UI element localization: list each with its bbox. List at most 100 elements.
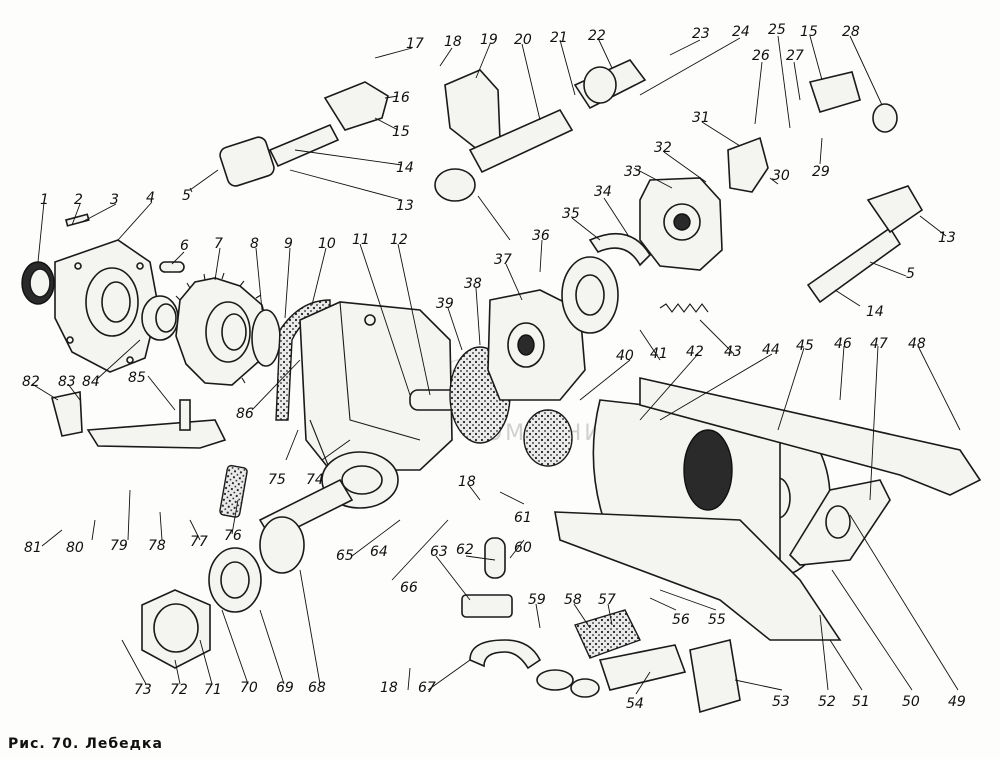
callout-29: 29 [812, 164, 830, 180]
part-7-gear [175, 272, 273, 386]
callout-4: 4 [146, 190, 155, 206]
part-14-cardan-shaft-top [219, 123, 340, 187]
part-82-bracket [51, 391, 83, 437]
callout-23: 23 [692, 26, 710, 42]
part-14-cardan-shaft-right [806, 185, 924, 304]
callout-39: 39 [436, 296, 454, 312]
part-50-bearing-support [788, 479, 891, 566]
callout-54: 54 [626, 696, 644, 712]
callout-50: 50 [902, 694, 920, 710]
callout-45: 45 [796, 338, 814, 354]
callout-labels: 1 2 3 4 5 6 7 8 9 10 11 12 13 14 15 16 1… [22, 22, 966, 712]
part-54-sleeve [598, 644, 687, 691]
part-8-sprocket-ring [251, 309, 281, 367]
callout-26: 26 [752, 48, 770, 64]
part-58-rope-socket [574, 609, 641, 659]
part-69-bearing [208, 547, 262, 613]
part-41-brake-drum [561, 256, 619, 334]
callout-16: 16 [392, 90, 410, 106]
part-40-coupling [523, 409, 573, 467]
callout-19: 19 [480, 32, 498, 48]
callout-83: 83 [58, 374, 76, 390]
callout-47: 47 [870, 336, 888, 352]
callout-56: 56 [672, 612, 690, 628]
callout-30: 30 [772, 168, 790, 184]
callout-15: 15 [392, 124, 410, 140]
callout-41: 41 [650, 346, 668, 362]
part-85-lever [86, 399, 227, 449]
callout-18-middle: 18 [458, 474, 476, 490]
callout-65: 65 [336, 548, 354, 564]
callout-52: 52 [818, 694, 836, 710]
leader-lines [31, 35, 961, 695]
callout-74: 74 [306, 472, 324, 488]
part-53-clamp [689, 639, 741, 714]
callout-13-right: 13 [938, 230, 956, 246]
callout-20: 20 [514, 32, 532, 48]
callout-68: 68 [308, 680, 326, 696]
callout-72: 72 [170, 682, 188, 698]
callout-66: 66 [400, 580, 418, 596]
callout-46: 46 [834, 336, 852, 352]
callout-37: 37 [494, 252, 512, 268]
part-84-bushing [141, 295, 179, 341]
callout-40: 40 [616, 348, 634, 364]
callout-78: 78 [148, 538, 166, 554]
callout-38: 38 [464, 276, 482, 292]
callout-51: 51 [852, 694, 870, 710]
callout-82: 82 [22, 374, 40, 390]
callout-2: 2 [74, 192, 83, 208]
callout-13: 13 [396, 198, 414, 214]
callout-60: 60 [514, 540, 532, 556]
callout-7: 7 [214, 236, 223, 252]
callout-70: 70 [240, 680, 258, 696]
part-68-drive-shaft [258, 478, 354, 574]
callout-80: 80 [66, 540, 84, 556]
callout-21: 21 [550, 30, 568, 46]
callout-55: 55 [708, 612, 726, 628]
callout-31: 31 [692, 110, 710, 126]
part-76-block [219, 464, 248, 518]
callout-28: 28 [842, 24, 860, 40]
callout-85: 85 [128, 370, 146, 386]
part-33-cover [639, 177, 723, 271]
callout-18-bottom: 18 [380, 680, 398, 696]
callout-73: 73 [134, 682, 152, 698]
callout-86: 86 [236, 406, 254, 422]
callout-48: 48 [908, 336, 926, 352]
figure-caption: Рис. 70. Лебедка [8, 736, 163, 752]
callout-18: 18 [444, 34, 462, 50]
callout-10: 10 [318, 236, 336, 252]
part-35-brake-band [588, 232, 652, 267]
part-4-housing-cover [54, 239, 159, 373]
part-cross-joint-right [808, 71, 898, 133]
callout-14-right: 14 [866, 304, 884, 320]
part-62-pin [484, 537, 506, 579]
callout-64: 64 [370, 544, 388, 560]
callout-44: 44 [762, 342, 780, 358]
part-46-frame-rail [639, 377, 982, 496]
callout-22: 22 [588, 28, 606, 44]
callout-75: 75 [268, 472, 286, 488]
callout-67: 67 [418, 680, 436, 696]
part-66-block [461, 594, 513, 618]
callout-49: 49 [948, 694, 966, 710]
part-6-key [159, 261, 185, 273]
callout-36: 36 [532, 228, 550, 244]
part-31-yoke [727, 136, 769, 193]
callout-11: 11 [352, 232, 370, 248]
part-1-seal-ring [21, 261, 55, 305]
part-67-hook [469, 639, 542, 670]
callout-53: 53 [772, 694, 790, 710]
callout-5: 5 [182, 188, 191, 204]
callout-27: 27 [786, 48, 804, 64]
callout-6: 6 [180, 238, 189, 254]
part-37-bearing-housing [487, 289, 586, 401]
callout-71: 71 [204, 682, 222, 698]
part-3-bolt [65, 213, 90, 227]
callout-5-right: 5 [906, 266, 915, 282]
callout-24: 24 [732, 24, 750, 40]
callout-77: 77 [190, 534, 208, 550]
part-15-yoke-top [323, 81, 389, 131]
